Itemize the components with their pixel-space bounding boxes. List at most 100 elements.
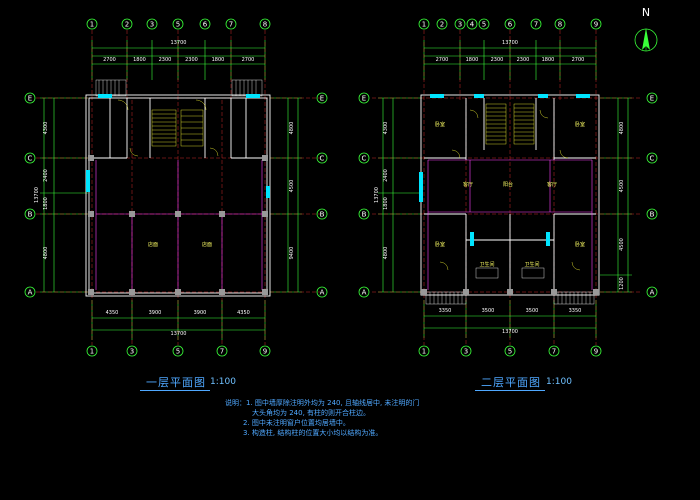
note-line-2: 大头角均为 240, 有柱的则开合柱边。 xyxy=(252,409,371,417)
first-room-label: 店面 xyxy=(202,241,212,248)
second-bottom-axis-7: 7 xyxy=(552,348,556,356)
first-top-dim: 1800 xyxy=(133,57,146,63)
first-left-axis-C: C xyxy=(28,155,33,163)
second-right-axis-C: C xyxy=(650,155,655,163)
second-top-axis-9-bubble xyxy=(590,18,602,30)
second-top-axis-9: 9 xyxy=(594,21,598,29)
second-bottom-dim: 3500 xyxy=(482,308,495,314)
first-top-dim: 2300 xyxy=(159,57,172,63)
first-bottom-axis-7: 7 xyxy=(220,348,224,356)
first-bottom-axis-3: 3 xyxy=(130,348,134,356)
first-bottom-axis-5-bubble xyxy=(172,345,184,357)
first-left-dim: 4800 xyxy=(43,247,49,260)
second-floor-scale: 1:100 xyxy=(546,377,572,387)
note-line-1: 说明：1. 图中墙厚除注明外均为 240, 且轴线居中, 未注明的门 xyxy=(225,399,420,407)
first-left-axis-B-bubble xyxy=(24,208,36,220)
second-room-label: 卧室 xyxy=(435,121,445,128)
second-bottom-dim: 3350 xyxy=(439,308,452,314)
second-top-axis-1-bubble xyxy=(418,18,430,30)
second-bottom-axis-5-bubble xyxy=(504,345,516,357)
first-right-axis-B: B xyxy=(320,211,325,219)
second-top-axis-2-bubble xyxy=(436,18,448,30)
second-top-axis-4: 4 xyxy=(470,21,475,29)
second-top-total-dim: 13700 xyxy=(502,40,518,46)
second-left-axis-C: C xyxy=(362,155,367,163)
second-top-axis-2: 2 xyxy=(440,21,444,29)
first-top-axis-2-bubble xyxy=(121,18,133,30)
first-bottom-total-dim: 13700 xyxy=(171,331,187,337)
second-top-axis-3: 3 xyxy=(458,21,462,29)
second-top-dim: 2300 xyxy=(517,57,530,63)
second-room-label: 卫生间 xyxy=(524,261,539,268)
second-top-axis-1: 1 xyxy=(422,21,426,29)
first-floor-title: 一层平面图 xyxy=(146,376,206,389)
first-top-axis-5: 5 xyxy=(176,21,180,29)
second-room-label: 卫生间 xyxy=(479,261,494,268)
second-bottom-axis-3: 3 xyxy=(464,348,468,356)
first-top-axis-6-bubble xyxy=(199,18,211,30)
second-top-axis-8: 8 xyxy=(558,21,562,29)
first-top-axis-1-bubble xyxy=(86,18,98,30)
first-top-axis-8-bubble xyxy=(259,18,271,30)
second-left-dim: 4300 xyxy=(383,122,389,135)
second-top-axis-5-bubble xyxy=(478,18,490,30)
second-bottom-axis-9: 9 xyxy=(594,348,598,356)
second-bottom-axis-1-bubble xyxy=(418,345,430,357)
first-bottom-dim: 4350 xyxy=(106,310,119,316)
first-bottom-axis-5: 5 xyxy=(176,348,180,356)
second-right-axis-B-bubble xyxy=(646,208,658,220)
second-left-axis-C-bubble xyxy=(358,152,370,164)
first-bottom-axis-9-bubble xyxy=(259,345,271,357)
second-left-dim: 2400 xyxy=(383,169,389,182)
first-left-dim: 2400 xyxy=(43,169,49,182)
second-top-dim: 2700 xyxy=(436,57,449,63)
second-right-dim: 4500 xyxy=(619,180,625,193)
first-right-axis-E: E xyxy=(320,95,324,103)
second-right-axis-B: B xyxy=(650,211,655,219)
second-top-dim: 1800 xyxy=(542,57,555,63)
first-left-axis-A-bubble xyxy=(24,286,36,298)
first-bottom-dim: 3900 xyxy=(149,310,162,316)
first-bottom-axis-7-bubble xyxy=(216,345,228,357)
second-right-axis-E: E xyxy=(650,95,654,103)
first-right-axis-B-bubble xyxy=(316,208,328,220)
first-left-total-dim: 13700 xyxy=(34,187,40,203)
second-left-axis-A-bubble xyxy=(358,286,370,298)
second-left-axis-A: A xyxy=(362,289,367,297)
second-top-dim: 1800 xyxy=(466,57,479,63)
second-top-axis-6-bubble xyxy=(504,18,516,30)
second-left-total-dim: 13700 xyxy=(374,187,380,203)
second-top-axis-8-bubble xyxy=(554,18,566,30)
first-top-axis-7-bubble xyxy=(225,18,237,30)
second-top-axis-7-bubble xyxy=(530,18,542,30)
first-top-dim: 2700 xyxy=(103,57,116,63)
second-left-dim: 1800 xyxy=(383,197,389,210)
first-floor-plan xyxy=(36,30,320,345)
first-right-dim: 4800 xyxy=(289,122,295,135)
second-floor-title: 二层平面图 xyxy=(481,376,541,389)
second-floor-title-underline xyxy=(475,390,545,391)
first-top-axis-3: 3 xyxy=(150,21,154,29)
first-right-axis-A-bubble xyxy=(316,286,328,298)
second-room-label: 客厅 xyxy=(463,181,473,188)
first-top-axis-2: 2 xyxy=(125,21,129,29)
second-right-axis-E-bubble xyxy=(646,92,658,104)
second-floor-plan xyxy=(372,30,640,345)
first-top-axis-1: 1 xyxy=(90,21,94,29)
second-top-axis-3-bubble xyxy=(454,18,466,30)
second-bottom-axis-3-bubble xyxy=(460,345,472,357)
first-left-axis-B: B xyxy=(28,211,33,219)
second-right-dim: 4800 xyxy=(619,122,625,135)
first-right-dim: 9400 xyxy=(289,247,295,260)
first-left-dim: 1800 xyxy=(43,197,49,210)
first-bottom-axis-1-bubble xyxy=(86,345,98,357)
second-right-dim: 4500 xyxy=(619,238,625,251)
second-top-axis-5: 5 xyxy=(482,21,486,29)
second-top-dim: 2300 xyxy=(491,57,504,63)
second-bottom-dim: 3500 xyxy=(526,308,539,314)
second-right-axis-A: A xyxy=(650,289,655,297)
second-bottom-axis-7-bubble xyxy=(548,345,560,357)
first-left-axis-A: A xyxy=(28,289,33,297)
